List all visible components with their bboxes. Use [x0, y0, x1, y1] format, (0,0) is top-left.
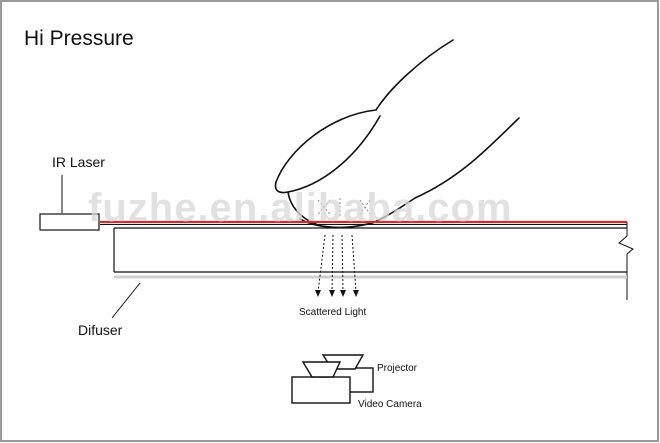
panel-break-mark [618, 222, 634, 300]
acrylic-panel [113, 227, 627, 273]
ir-laser-label: IR Laser [52, 154, 105, 170]
watermark: fuzhe.en.alibaba.com [88, 186, 513, 230]
video-camera-label: Video Camera [358, 399, 422, 410]
ir-laser-box [39, 213, 100, 231]
scattered-light-label: Scattered Light [299, 307, 367, 318]
scattered-light-arrows [317, 234, 357, 293]
arrow-heads [315, 290, 359, 297]
projector-label: Projector [377, 363, 418, 374]
scatter-marks [317, 198, 371, 216]
difuser-leader [111, 282, 141, 319]
video-camera [291, 361, 351, 404]
difuser-label: Difuser [78, 322, 123, 338]
diagram-title: Hi Pressure [24, 27, 134, 50]
